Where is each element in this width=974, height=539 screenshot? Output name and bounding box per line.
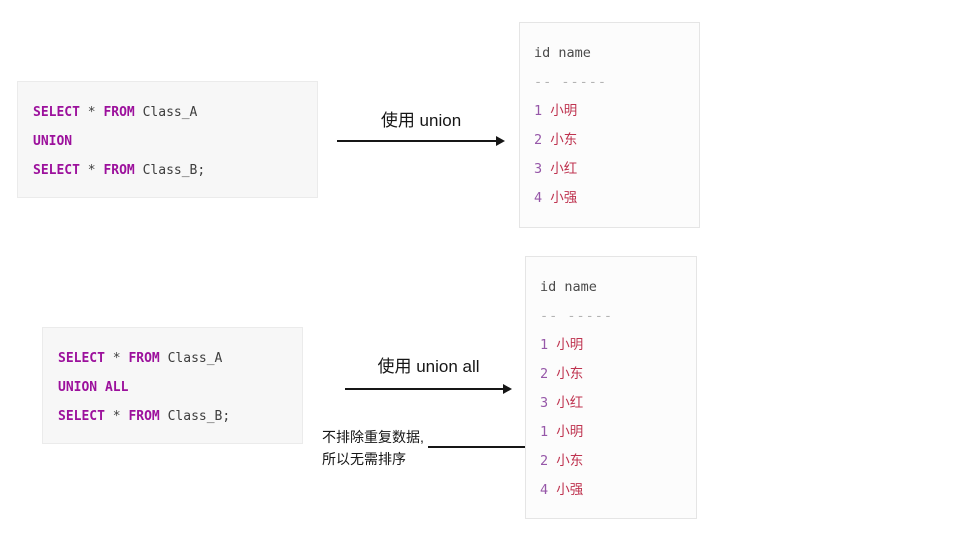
row-id: 1 [540, 424, 549, 440]
union-arrow-label: 使用 union [380, 111, 462, 130]
row-name: 小东 [556, 366, 584, 382]
annotation-note: 不排除重复数据, 所以无需排序 [322, 426, 424, 470]
result-row: 1 小明 [534, 97, 699, 126]
result-row: 1 小明 [540, 418, 696, 447]
sql-keyword: FROM [128, 409, 160, 424]
row-id: 2 [534, 132, 543, 148]
row-name: 小强 [556, 482, 584, 498]
result-row: 4 小强 [540, 476, 696, 505]
row-id: 2 [540, 453, 549, 469]
sql-code-line: UNION ALL [58, 373, 302, 402]
row-name: 小明 [550, 103, 578, 119]
result-row: 2 小东 [534, 126, 699, 155]
arrow-head-icon [503, 384, 512, 394]
row-id: 2 [540, 366, 549, 382]
sql-keyword: SELECT [58, 409, 105, 424]
sql-keyword: FROM [128, 351, 160, 366]
sql-text: * [104, 351, 129, 366]
result-row: 2 小东 [540, 360, 696, 389]
result-row: 2 小东 [540, 447, 696, 476]
sql-keyword: FROM [103, 105, 135, 120]
row-name: 小明 [556, 337, 584, 353]
row-name: 小东 [550, 132, 578, 148]
sql-keyword: SELECT [58, 351, 105, 366]
sql-code-lines: SELECT * FROM Class_A UNION ALL SELECT * F… [58, 344, 302, 431]
row-name: 小红 [556, 395, 584, 411]
sql-text: Class_A [159, 351, 223, 366]
annotation-line-1: 不排除重复数据, [322, 429, 424, 445]
row-name: 小明 [556, 424, 584, 440]
result-separator: -- ----- [534, 74, 608, 90]
sql-text: * [79, 105, 104, 120]
sql-code-line: SELECT * FROM Class_A [58, 344, 302, 373]
result-row: 3 小红 [540, 389, 696, 418]
union-arrow [337, 136, 505, 146]
result-row: 1 小明 [540, 331, 696, 360]
row-id: 4 [540, 482, 549, 498]
sql-keyword: SELECT [33, 105, 80, 120]
sql-text: Class_B; [159, 409, 231, 424]
row-id: 1 [540, 337, 549, 353]
sql-code-line: SELECT * FROM Class_B; [33, 156, 317, 185]
row-id: 3 [534, 161, 543, 177]
row-id: 3 [540, 395, 549, 411]
sql-union-all-code-block: SELECT * FROM Class_A UNION ALL SELECT * F… [42, 327, 303, 444]
result-row: 4 小强 [534, 184, 699, 213]
sql-text: Class_B; [134, 163, 206, 178]
sql-text: Class_A [134, 105, 198, 120]
row-name: 小红 [550, 161, 578, 177]
sql-keyword: FROM [103, 163, 135, 178]
row-name: 小强 [550, 190, 578, 206]
row-id: 1 [534, 103, 543, 119]
sql-code-line: SELECT * FROM Class_B; [58, 402, 302, 431]
sql-text: * [79, 163, 104, 178]
sql-code-line: UNION [33, 127, 317, 156]
annotation-line-2: 所以无需排序 [322, 451, 406, 467]
row-name: 小东 [556, 453, 584, 469]
sql-text: * [104, 409, 129, 424]
sql-code-lines: SELECT * FROM Class_A UNION SELECT * FROM … [33, 98, 317, 185]
result-header: id name [540, 279, 597, 295]
result-separator: -- ----- [540, 308, 614, 324]
union-all-arrow-label: 使用 union all [377, 357, 480, 376]
sql-union-code-block: SELECT * FROM Class_A UNION SELECT * FROM … [17, 81, 318, 198]
sql-keyword: SELECT [33, 163, 80, 178]
arrow-head-icon [496, 136, 505, 146]
sql-keyword: UNION ALL [58, 380, 129, 395]
sql-code-line: SELECT * FROM Class_A [33, 98, 317, 127]
union-all-arrow [345, 384, 512, 394]
row-id: 4 [534, 190, 543, 206]
result-row: 3 小红 [534, 155, 699, 184]
annotation-arrow [428, 442, 541, 452]
sql-keyword: UNION [33, 134, 73, 149]
result-header: id name [534, 45, 591, 61]
